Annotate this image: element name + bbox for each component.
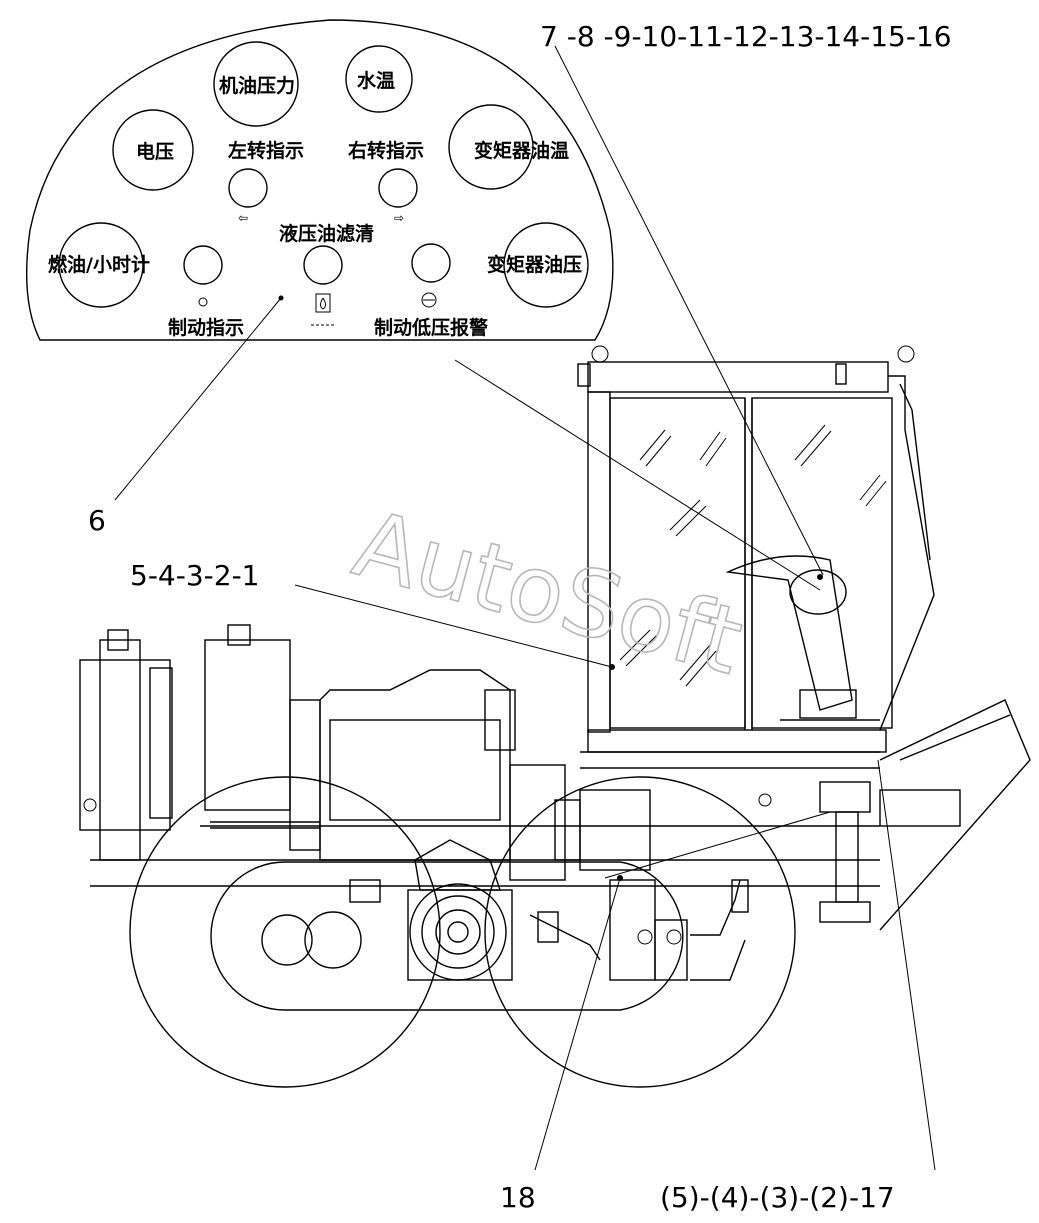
label-left-turn: 左转指示 <box>228 139 304 162</box>
label-converter-oil-temp: 变矩器油温 <box>474 139 569 162</box>
wheels <box>129 776 796 1088</box>
operator-cab <box>577 345 935 753</box>
label-oil-pressure: 机油压力 <box>219 74 295 97</box>
lamp-hydraulic-filter <box>303 245 343 285</box>
label-hydraulic-filter: 液压油滤清 <box>279 222 374 245</box>
lamp-brake-indicator <box>183 245 223 285</box>
callout-lever-group: 5-4-3-2-1 <box>130 559 260 592</box>
left-arrow-icon: ⇦ <box>238 211 248 225</box>
lamp-brake-low-pressure <box>411 243 451 283</box>
instrument-panel: ⇦ ⇨ 机油压力 水温 电压 左转指示 右转指示 变矩器油温 液压油滤清 燃油/… <box>25 19 614 341</box>
oil-drop-icon <box>315 293 331 313</box>
callout-bottom-left: 18 <box>500 1181 536 1214</box>
brake-warning-icon <box>421 292 437 308</box>
gauge-water-temp <box>345 45 413 113</box>
leader-lines <box>114 45 936 1171</box>
lamp-right-turn <box>378 168 418 208</box>
gauge-converter-oil-temp <box>448 104 534 190</box>
gauge-oil-pressure <box>213 41 299 127</box>
callout-panel-pointer: 6 <box>88 504 106 537</box>
label-fuel-hour: 燃油/小时计 <box>48 253 150 276</box>
gauge-fuel-hour <box>58 222 144 308</box>
label-voltage: 电压 <box>136 140 174 163</box>
label-converter-oil-pressure: 变矩器油压 <box>487 253 582 276</box>
engine-assembly <box>79 624 566 881</box>
label-brake-indicator: 制动指示 <box>168 316 244 339</box>
label-brake-low-pressure: 制动低压报警 <box>374 316 488 339</box>
callout-bottom-right: (5)-(4)-(3)-(2)-17 <box>660 1181 895 1214</box>
chassis-frame <box>90 699 1031 931</box>
gauge-voltage <box>112 109 194 191</box>
lamp-left-turn <box>228 168 268 208</box>
brake-symbol-icon <box>198 297 208 307</box>
gauge-converter-oil-pressure <box>503 222 589 308</box>
label-right-turn: 右转指示 <box>347 139 424 162</box>
right-arrow-icon: ⇨ <box>394 211 404 225</box>
label-water-temp: 水温 <box>357 70 395 92</box>
callout-top-right: 7 -8 -9-10-11-12-13-14-15-16 <box>540 20 952 53</box>
